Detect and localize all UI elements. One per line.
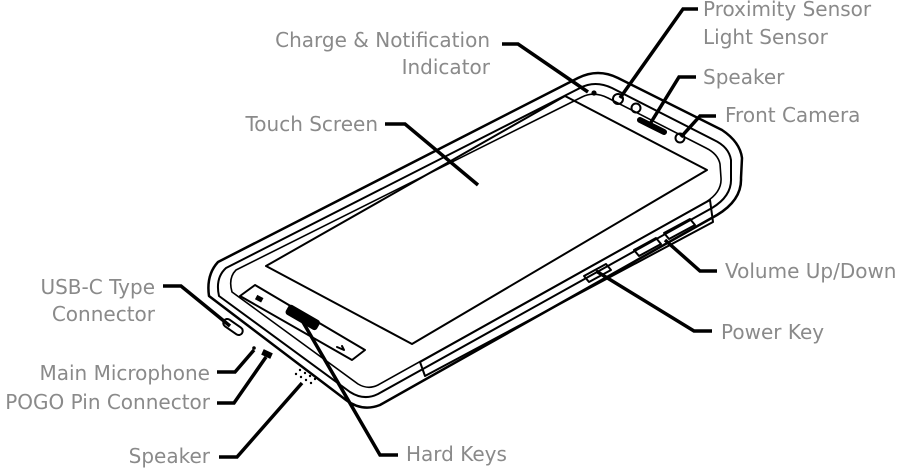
label-main-microphone: Main Microphone [39, 361, 210, 385]
label-usbc-line1: USB-C Type [40, 275, 155, 299]
label-hard-keys: Hard Keys [406, 442, 507, 466]
device-body-outline [207, 71, 744, 409]
label-charge-indicator-line1: Charge & Notification [275, 28, 490, 52]
label-volume: Volume Up/Down [725, 259, 896, 283]
label-touch-screen: Touch Screen [244, 112, 378, 136]
leader-front-camera [679, 114, 716, 139]
touch-screen [265, 95, 708, 345]
leader-usb-c [163, 284, 232, 328]
device-frame [216, 83, 733, 398]
menu-key [254, 294, 264, 303]
device-illustration [207, 71, 744, 409]
leader-power-key [595, 269, 712, 333]
leader-volume [663, 238, 717, 273]
leader-speaker-bottom [219, 381, 304, 459]
label-speaker-bottom: Speaker [129, 444, 211, 468]
earpiece-speaker [637, 117, 667, 135]
front-camera [674, 132, 686, 144]
bottom-speaker-grille [294, 368, 317, 385]
label-power-key: Power Key [721, 320, 824, 344]
leader-lines [163, 7, 717, 459]
leader-charge-indicator [502, 42, 589, 94]
power-key [583, 263, 612, 283]
label-usbc-line2: Connector [52, 302, 156, 326]
label-charge-indicator-line2: Indicator [402, 55, 491, 79]
volume-up-key [663, 218, 696, 240]
label-light-sensor: Light Sensor [703, 25, 829, 49]
proximity-sensor [612, 93, 624, 105]
pogo-pin-connector [261, 349, 273, 359]
light-sensor [630, 102, 642, 114]
labels: Charge & Notification Indicator Proximit… [5, 0, 896, 468]
main-microphone-hole [252, 346, 256, 350]
charge-led [591, 90, 597, 96]
glass-edge [229, 93, 722, 389]
label-speaker-top: Speaker [703, 65, 785, 89]
label-proximity-sensor: Proximity Sensor [703, 0, 872, 21]
hard-keys-strip [239, 284, 366, 361]
leader-proximity-sensor [618, 7, 698, 100]
leader-main-microphone [217, 348, 256, 374]
leader-pogo-pin [217, 356, 268, 405]
leader-hard-keys [298, 316, 398, 457]
back-key [336, 345, 345, 351]
leader-speaker-top [648, 75, 696, 125]
label-front-camera: Front Camera [725, 103, 860, 127]
label-pogo-pin: POGO Pin Connector [5, 390, 211, 414]
leader-touch-screen [385, 122, 480, 187]
side-rail [419, 199, 714, 377]
volume-down-key [633, 237, 662, 257]
home-key [285, 304, 320, 331]
